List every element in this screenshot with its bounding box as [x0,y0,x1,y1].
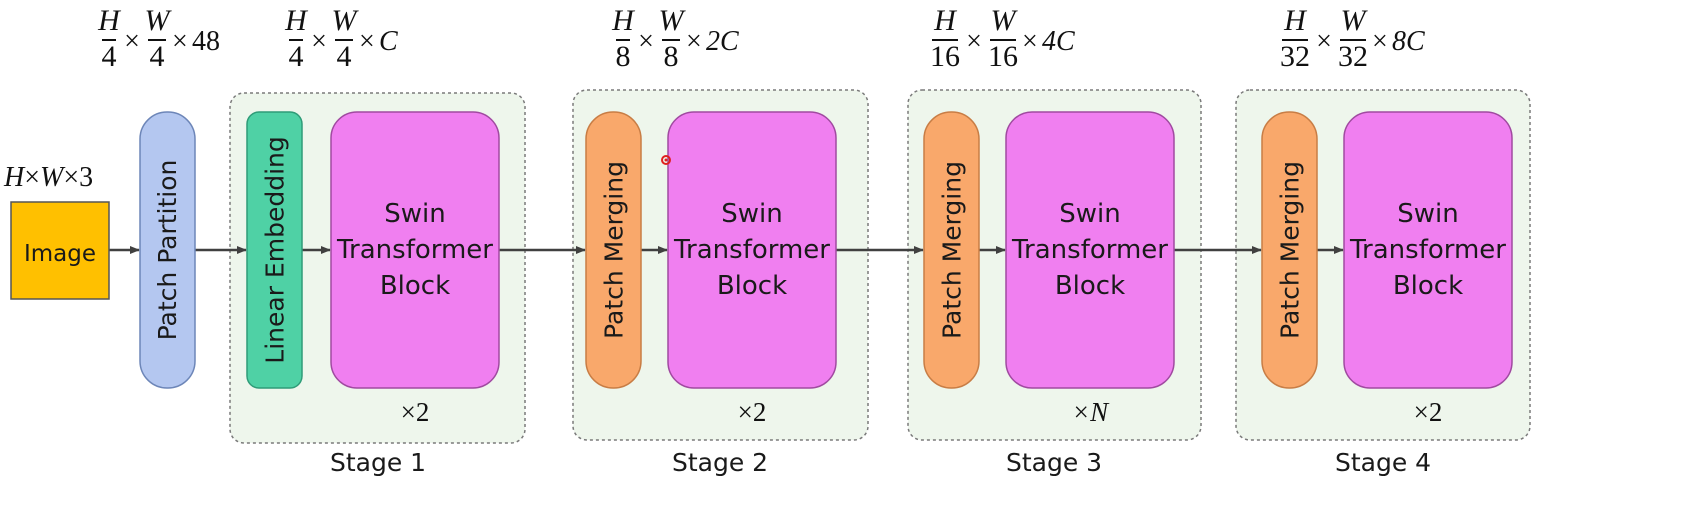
swin-block-label-line: Transformer [1011,235,1168,265]
fraction-denominator: 16 [930,40,960,73]
input-shape-part: H [3,162,26,193]
swin-transformer-block [1005,111,1175,389]
swin-transformer-block [667,111,837,389]
times-sign: × [1372,26,1388,57]
image-box [10,201,110,300]
fraction-numerator: W [991,4,1019,37]
times-sign: × [359,26,375,57]
patch-merging-label: Patch Merging [938,161,967,339]
fraction-denominator: 4 [102,40,117,73]
times-sign: × [1316,26,1332,57]
swin-transformer-block [330,111,500,389]
stage-shape-annotation: H8×W8×2C [611,4,739,73]
stage-label: Stage 4 [1335,448,1431,477]
fraction-denominator: 4 [289,40,304,73]
patch-merging-label: Patch Merging [600,161,629,339]
fraction-numerator: H [284,4,309,37]
times-sign: × [1022,26,1038,57]
stage-label: Stage 1 [330,448,426,477]
times-sign: × [311,26,327,57]
fraction-denominator: 8 [616,40,631,73]
fraction-denominator: 4 [150,40,165,73]
stage-label: Stage 3 [1006,448,1102,477]
stage-repeat-count: ×2 [1414,397,1443,427]
swin-block-label-line: Swin [1059,199,1120,229]
swin-block-label-line: Transformer [1349,235,1506,265]
stage-shape-annotation: H32×W32×8C [1280,4,1425,73]
stage-repeat-count: ×2 [401,397,430,427]
patch-partition-label: Patch Partition [153,160,182,341]
patch-merging-block [1261,111,1318,389]
swin-block-label-line: Block [1393,271,1463,301]
fraction-denominator: 8 [664,40,679,73]
times-sign: × [686,26,702,57]
input-shape-part: × [63,162,79,193]
times-sign: × [172,26,188,57]
stage-shape-annotation: H16×W16×4C [930,4,1075,73]
swin-block-label-line: Block [717,271,787,301]
shape-channels: 8C [1392,26,1425,57]
stage-label: Stage 2 [672,448,768,477]
patch-partition-block [139,111,196,389]
fraction-numerator: W [1341,4,1369,37]
linear-embedding-block [246,111,303,389]
fraction-denominator: 32 [1280,40,1310,73]
pointer-dot [661,155,671,165]
patch-merging-label: Patch Merging [1276,161,1305,339]
fraction-denominator: 4 [337,40,352,73]
fraction-numerator: W [332,4,360,37]
shape-channels: 4C [1042,26,1075,57]
fraction-numerator: W [659,4,687,37]
shape-channels: C [379,26,398,57]
swin-block-label-line: Transformer [336,235,493,265]
input-shape-part: 3 [79,162,93,193]
swin-transformer-block [1343,111,1513,389]
patch-merging-block [923,111,980,389]
fraction-numerator: W [145,4,173,37]
fraction-numerator: H [933,4,958,37]
linear-embedding-label: Linear Embedding [261,136,290,363]
times-sign: × [124,26,140,57]
stage-repeat-count: ×2 [738,397,767,427]
fraction-numerator: H [97,4,122,37]
swin-block-label-line: Transformer [673,235,830,265]
input-shape-part: × [24,162,40,193]
pointer-dot-center [664,158,668,162]
patch-partition-shape: H4×W4×48 [97,4,220,73]
patch-merging-block [585,111,642,389]
fraction-denominator: 16 [988,40,1018,73]
swin-block-label-line: Block [380,271,450,301]
fraction-numerator: H [1283,4,1308,37]
shape-channels: 48 [192,26,220,57]
swin-block-label-line: Swin [384,199,445,229]
swin-block-label-line: Block [1055,271,1125,301]
fraction-numerator: H [611,4,636,37]
stage-shape-annotation: H4×W4×C [284,4,398,73]
swin-block-label-line: Swin [1397,199,1458,229]
fraction-denominator: 32 [1338,40,1368,73]
times-sign: × [966,26,982,57]
swin-block-label-line: Swin [721,199,782,229]
times-sign: × [638,26,654,57]
shape-channels: 2C [706,26,739,57]
stage-repeat-count: ×N [1072,397,1110,427]
image-label: Image [24,241,96,267]
input-shape-part: W [40,162,66,193]
input-shape-label: H×W×3 [3,162,93,193]
